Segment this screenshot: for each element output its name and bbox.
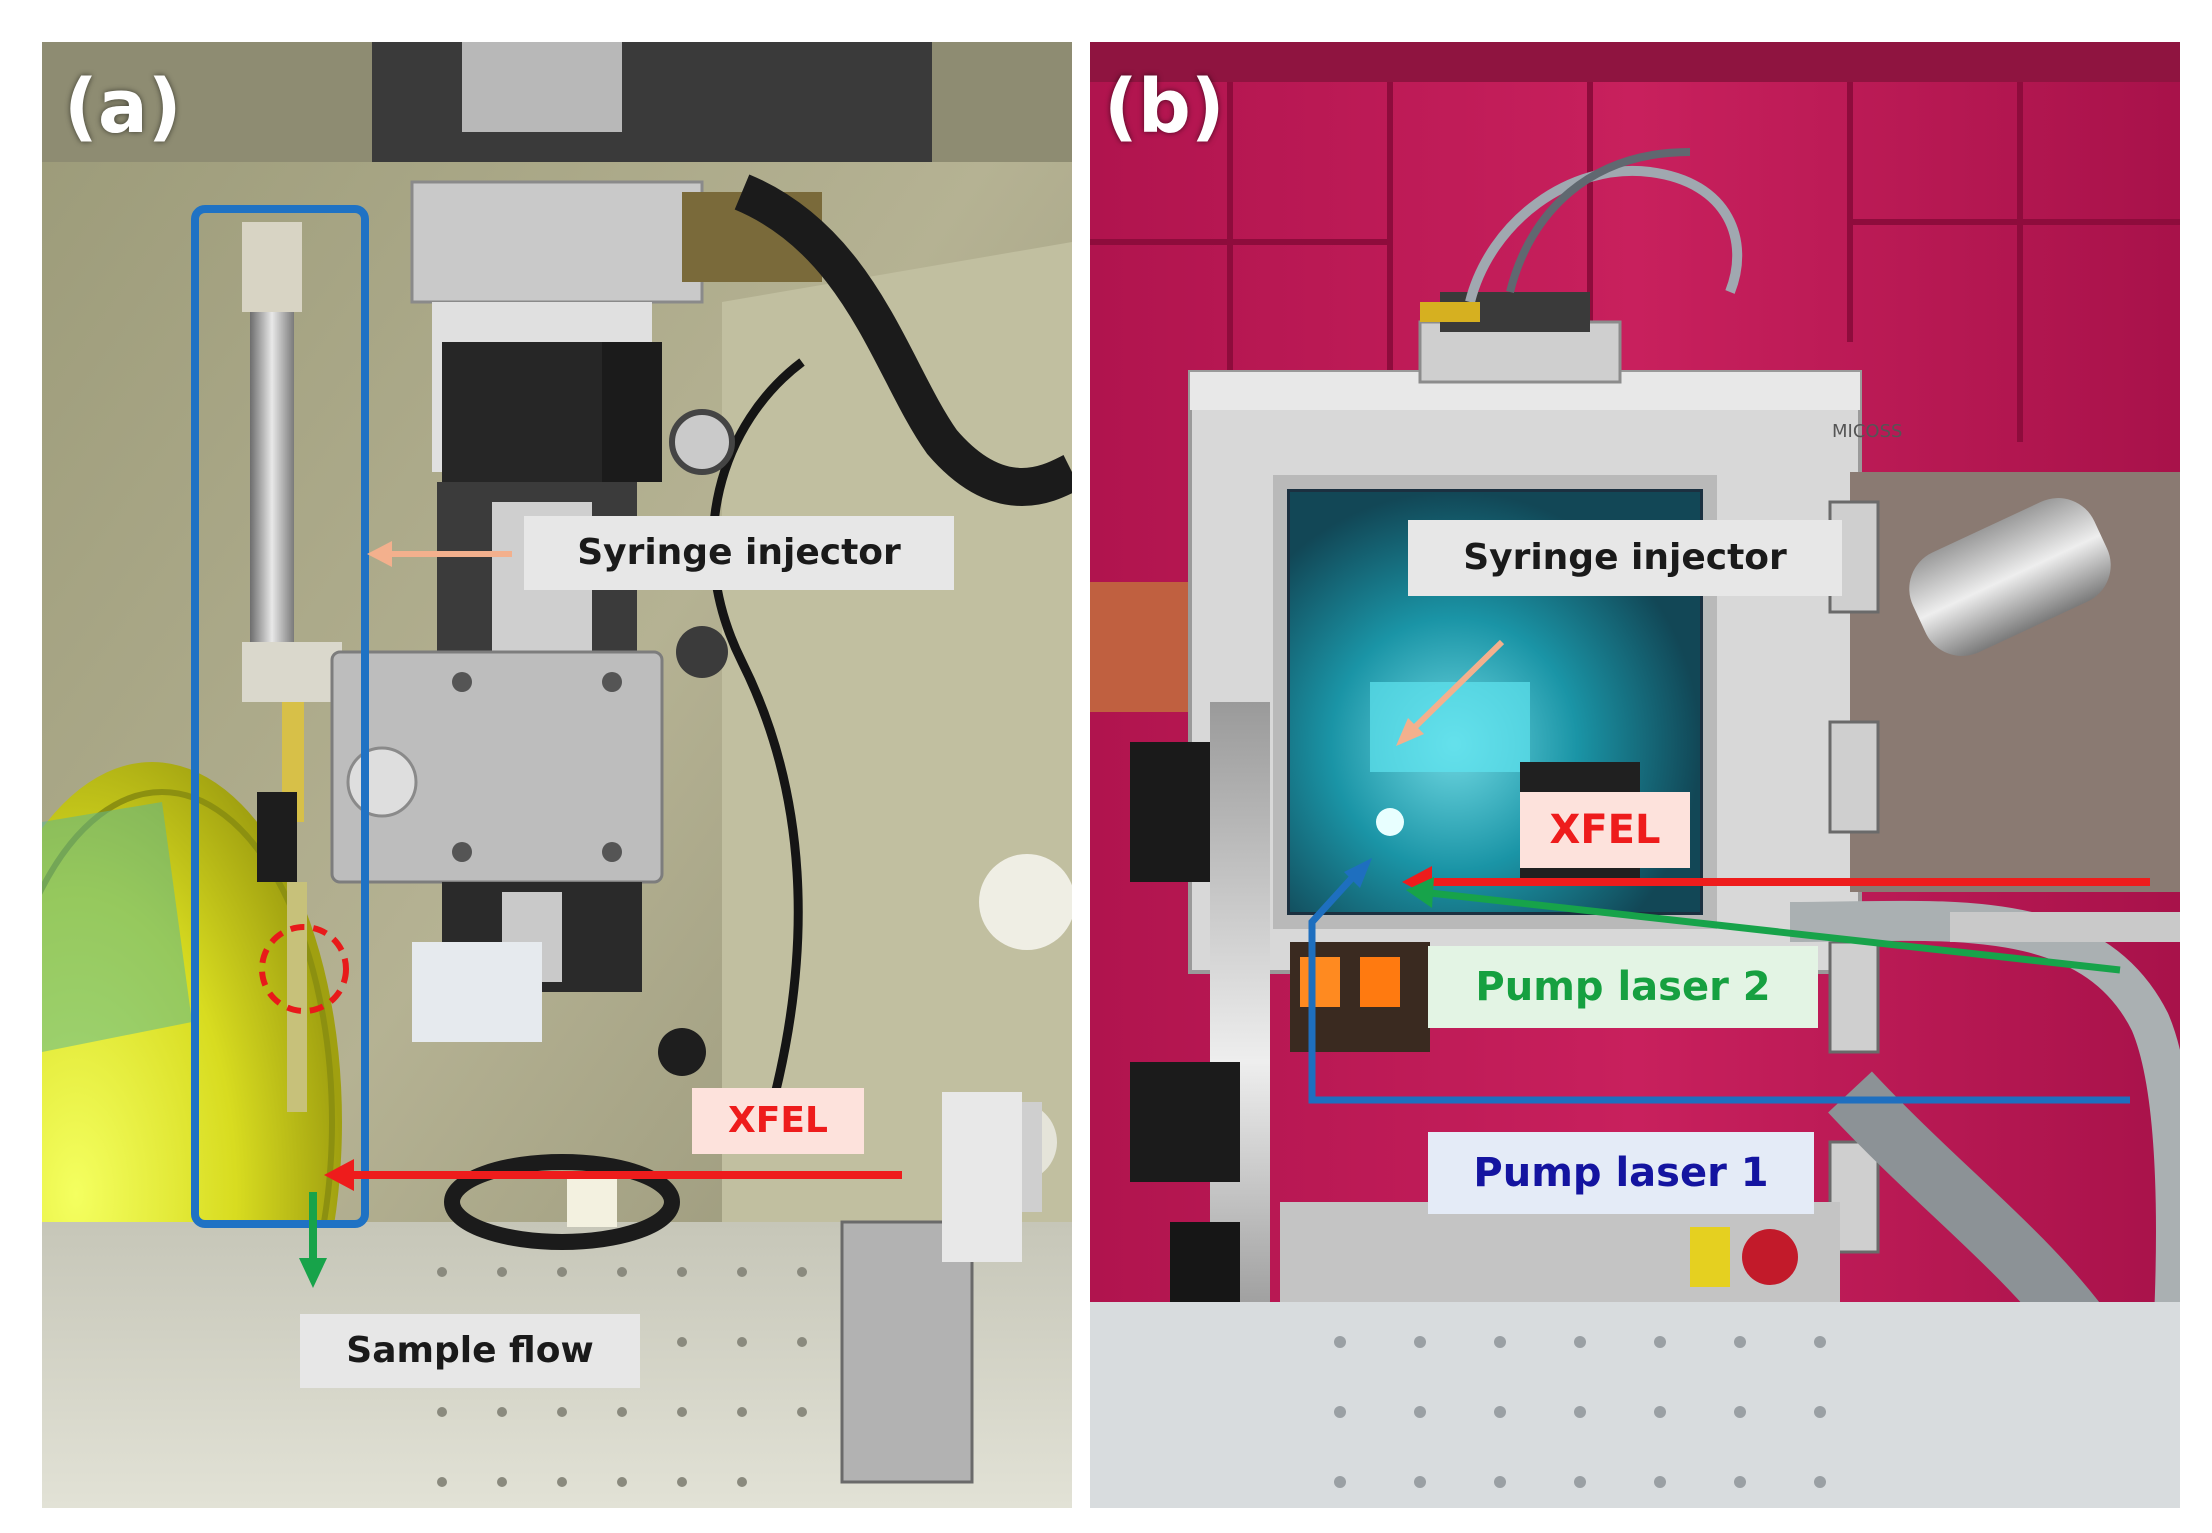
panel-b-annotations <box>1308 639 2150 1104</box>
sample-flow-label: Sample flow <box>300 1314 640 1388</box>
pump-laser-1-head <box>1344 858 1372 888</box>
xfel-label-a: XFEL <box>692 1088 864 1154</box>
sample-flow-arrow-head <box>299 1258 327 1288</box>
syringe-arrow-b <box>1409 639 1505 733</box>
injector-outline <box>191 205 369 1228</box>
syringe-arrow-b-head <box>1396 718 1424 746</box>
syringe-arrow-head <box>367 541 392 567</box>
sample-region-circle <box>259 924 349 1014</box>
syringe-injector-label-b: Syringe injector <box>1408 520 1842 596</box>
syringe-injector-label-a: Syringe injector <box>524 516 954 590</box>
panel-b-label: (b) <box>1104 64 1225 150</box>
device-brand-text: MICOSS <box>1832 421 1902 442</box>
panel-b-scene: MICOSS <box>1090 42 2180 1508</box>
pump-laser-2-label: Pump laser 2 <box>1428 946 1818 1028</box>
panel-a-label: (a) <box>64 64 182 150</box>
pump-laser-2-head <box>1406 877 1434 908</box>
pump-laser-2-beam <box>1429 889 2121 974</box>
panel-a-photo: (a) Syringe injector XFEL Sample flow <box>42 42 1072 1508</box>
panel-a-annotations <box>191 205 902 1288</box>
pump-laser-1-beam <box>1308 875 2130 1104</box>
xfel-label-b: XFEL <box>1520 792 1690 868</box>
xfel-beam-a-head <box>324 1159 354 1191</box>
panel-b-photo: MICOSS (b) Syringe injector XFEL Pump la… <box>1090 42 2180 1508</box>
pump-laser-1-label: Pump laser 1 <box>1428 1132 1814 1214</box>
